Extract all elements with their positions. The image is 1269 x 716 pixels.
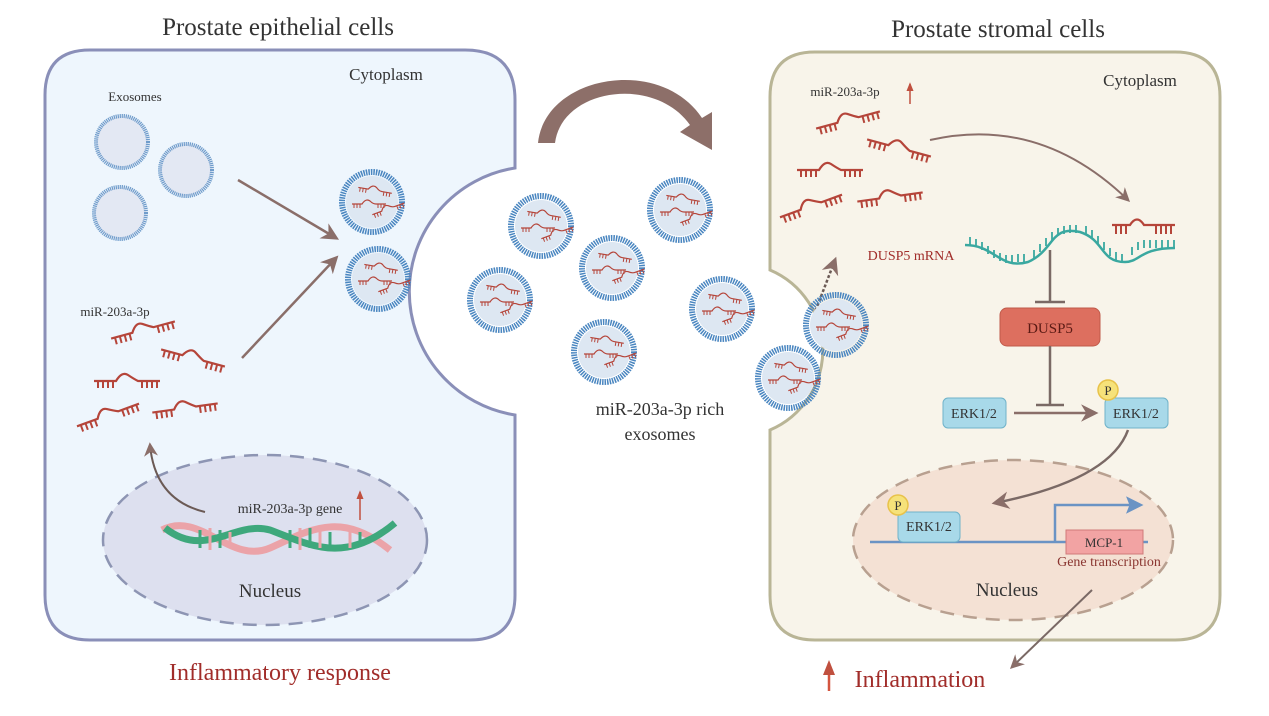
empty-exosome-2: [158, 142, 214, 198]
epithelial-nucleus: [101, 453, 429, 627]
inflammatory-response-label: Inflammatory response: [169, 660, 391, 686]
epithelial-nucleus-label: Nucleus: [239, 581, 301, 602]
nuclear-phospho-label: P: [894, 498, 901, 513]
stromal-nucleus: [851, 458, 1175, 622]
phospho-label: P: [1104, 383, 1111, 398]
transit-exosome: [650, 180, 714, 240]
phospho-erk-box: [1104, 397, 1169, 429]
transit-exosome: [582, 238, 646, 298]
inflammation-label: Inflammation: [855, 667, 986, 693]
transit-exosome: [511, 196, 575, 256]
arrow-mirna-to-loaded: [241, 255, 339, 359]
dusp5-mrna-strand-icon: [964, 225, 1176, 265]
transit-exosome: [574, 322, 638, 382]
stromal-nucleus-label: Nucleus: [976, 580, 1038, 601]
gene-label: miR-203a-3p gene: [238, 502, 343, 517]
arrow-erk-to-nucleus: [991, 429, 1130, 509]
nuclear-erk-box: [897, 511, 961, 543]
arrow-exosomes-to-loaded: [237, 178, 340, 240]
exosomes-label: Exosomes: [108, 89, 161, 104]
nuclear-erk-label: ERK1/2: [906, 520, 952, 535]
erk-box: [942, 397, 1007, 429]
stromal-cell-title: Prostate stromal cells: [891, 16, 1105, 43]
transfer-arrow-icon: [538, 79, 712, 150]
epithelial-cytoplasm-label: Cytoplasm: [349, 65, 423, 84]
bound-mirna-icon: [1112, 218, 1175, 234]
transit-exosome: [470, 270, 534, 330]
epithelial-cell-title: Prostate epithelial cells: [162, 14, 394, 41]
dusp5-mrna-label: DUSP5 mRNA: [868, 249, 956, 264]
arrow-mirna-to-mrna: [929, 133, 1131, 202]
mcp1-label: MCP-1: [1085, 535, 1123, 550]
empty-exosome-3: [92, 185, 148, 241]
transit-exosome: [692, 279, 756, 339]
phospho-group-icon: [1097, 379, 1119, 401]
arrow-gene-to-mirna: [144, 442, 206, 513]
phospho-erk-label: ERK1/2: [1113, 407, 1159, 422]
exosome-caption-line1: miR-203a-3p rich: [596, 399, 724, 419]
empty-exosome-1: [94, 114, 150, 170]
mcp1-gene-box: [1065, 529, 1144, 555]
nuclear-phospho-icon: [887, 494, 909, 516]
exosome-caption-line2: exosomes: [625, 424, 696, 444]
dusp5-label: DUSP5: [1027, 321, 1073, 337]
right-mirna-label: miR-203a-3p: [810, 84, 879, 99]
transit-exosome: [758, 348, 822, 408]
left-mirna-label: miR-203a-3p: [80, 304, 149, 319]
dna-helix-icon: [160, 520, 398, 555]
stromal-cytoplasm-label: Cytoplasm: [1103, 71, 1177, 90]
transcription-start-arrow-icon: [1053, 496, 1144, 542]
gene-transcription-label: Gene transcription: [1057, 555, 1161, 570]
erk-label: ERK1/2: [951, 407, 997, 422]
arrow-nucleus-to-inflammation: [1009, 589, 1093, 669]
